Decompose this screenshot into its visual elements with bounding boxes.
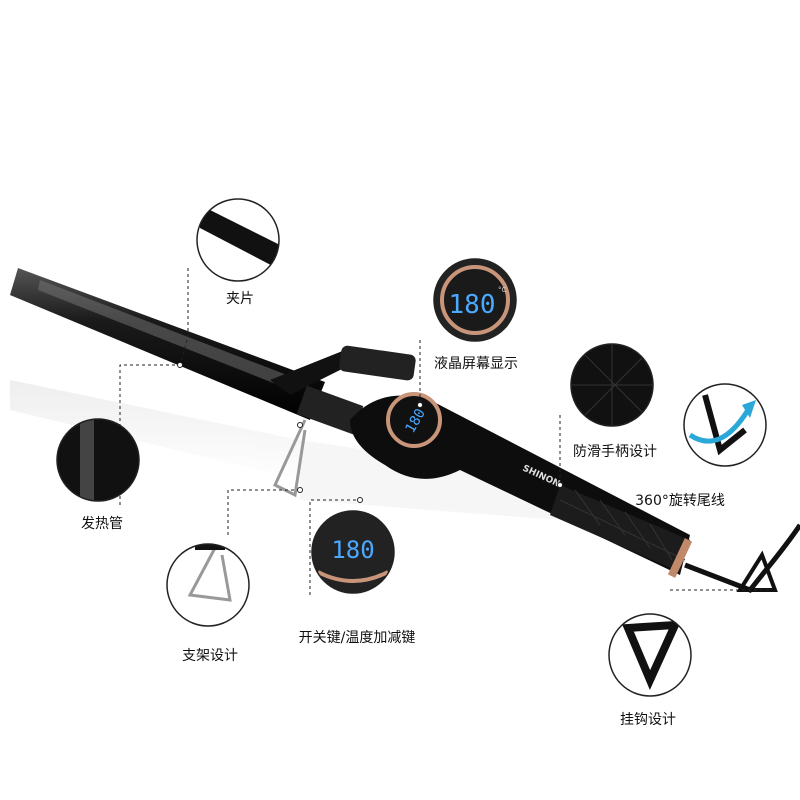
- svg-text:180: 180: [331, 536, 374, 564]
- detail-lcd: 180°C: [434, 259, 516, 341]
- label-barrel: 发热管: [81, 516, 123, 532]
- detail-clip: [197, 199, 279, 281]
- detail-hook: [609, 614, 691, 696]
- detail-grip: [571, 344, 653, 426]
- power-cord: [684, 523, 800, 593]
- svg-text:180: 180: [449, 290, 496, 320]
- leader-lines: [119, 268, 770, 595]
- label-hook: 挂钩设计: [620, 712, 676, 728]
- leader-dots: [177, 362, 563, 503]
- svg-text:°C: °C: [498, 286, 507, 294]
- handle-body: 180 SHINON: [350, 392, 800, 593]
- detail-buttons: 180: [312, 511, 394, 593]
- label-grip: 防滑手柄设计: [573, 444, 657, 460]
- reflection: [10, 380, 560, 520]
- label-buttons: 开关键/温度加减键: [298, 630, 416, 646]
- hang-hook: [736, 550, 778, 592]
- detail-stand: [167, 544, 249, 626]
- label-clip: 夹片: [226, 291, 254, 307]
- detail-swivel: [684, 384, 766, 466]
- detail-barrel: [57, 419, 139, 501]
- rose-gold-ring: [667, 538, 693, 578]
- label-stand: 支架设计: [182, 648, 238, 664]
- label-swivel: 360°旋转尾线: [635, 493, 725, 509]
- label-lcd: 液晶屏幕显示: [434, 356, 518, 372]
- lcd-display: [386, 392, 442, 448]
- heating-barrel: [10, 268, 416, 435]
